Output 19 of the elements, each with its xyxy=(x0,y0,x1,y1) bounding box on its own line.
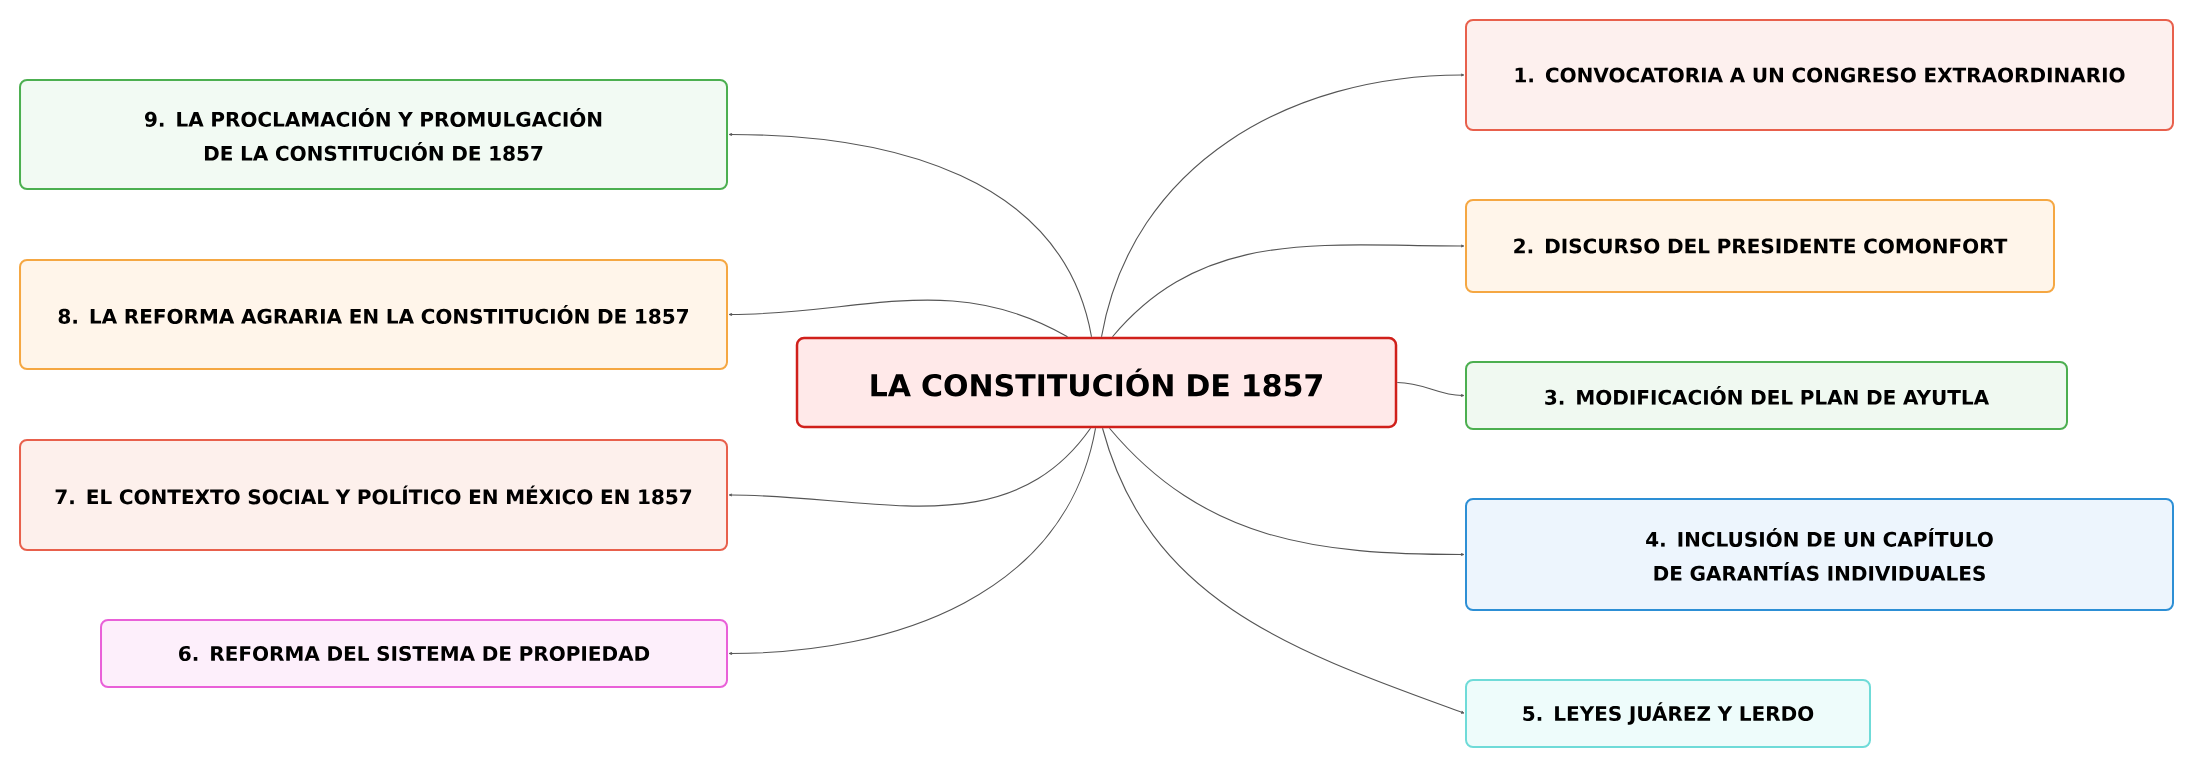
topic-box: 7. EL CONTEXTO SOCIAL Y POLÍTICO EN MÉXICO EN 1857 xyxy=(19,439,728,551)
topic-box: 5. LEYES JUÁREZ Y LERDO xyxy=(1465,679,1871,748)
connector-arrow xyxy=(728,427,1097,655)
topic-box: 4. INCLUSIÓN DE UN CAPÍTULO DE GARANTÍAS INDIVIDUALES xyxy=(1465,498,2174,611)
connector-arrow xyxy=(1396,381,1465,397)
connector-arrow xyxy=(1108,427,1465,556)
connector-arrow xyxy=(1101,427,1465,714)
topic-box: 8. LA REFORMA AGRARIA EN LA CONSTITUCIÓN DE 1857 xyxy=(19,259,728,370)
topic-box: 1. CONVOCATORIA A UN CONGRESO EXTRAORDINARIO xyxy=(1465,19,2174,131)
connector-arrow xyxy=(1111,244,1465,338)
topic-box: 9. LA PROCLAMACIÓN Y PROMULGACIÓN DE LA CONSTITUCIÓN DE 1857 xyxy=(19,79,728,190)
topic-box: 2. DISCURSO DEL PRESIDENTE COMONFORT xyxy=(1465,199,2055,293)
connector-arrow xyxy=(728,299,1069,338)
connector-arrow xyxy=(728,133,1093,338)
topic-box: 6. REFORMA DEL SISTEMA DE PROPIEDAD xyxy=(100,619,728,688)
connector-arrow xyxy=(1100,73,1465,338)
connector-arrow xyxy=(728,427,1092,507)
topic-box: 3. MODIFICACIÓN DEL PLAN DE AYUTLA xyxy=(1465,361,2068,430)
central-topic-box: LA CONSTITUCIÓN DE 1857 xyxy=(795,336,1398,429)
